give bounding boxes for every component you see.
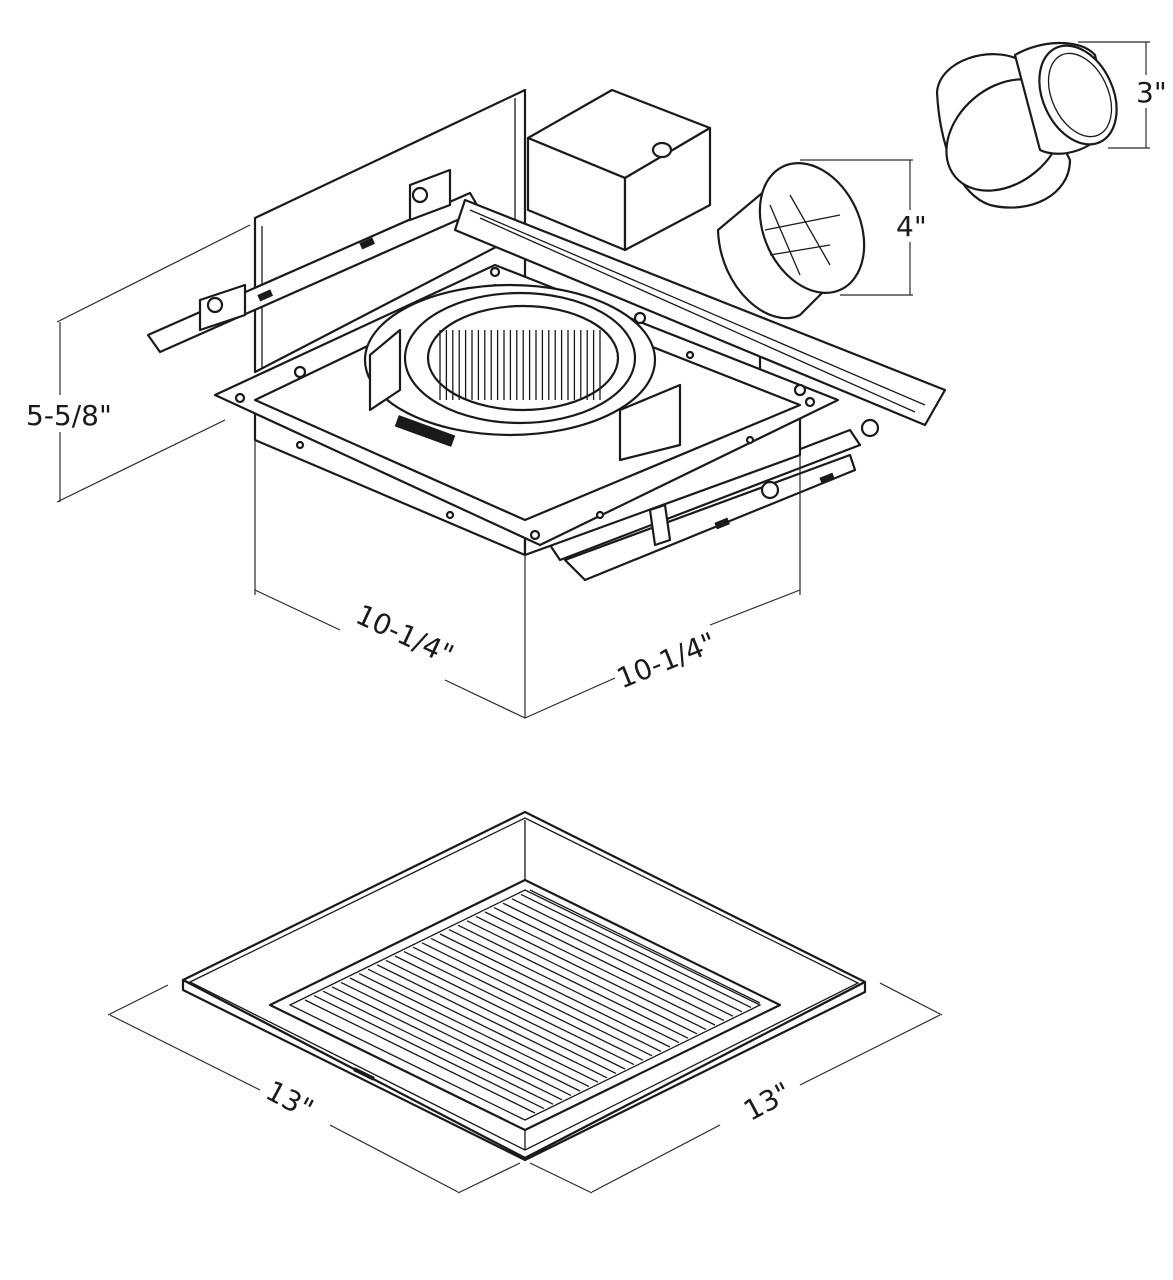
dimension-grille-right-label: 13": [738, 1076, 796, 1128]
blower-wheel: [363, 283, 682, 462]
grille-louver: [394, 955, 626, 1070]
grille-louver: [322, 990, 554, 1105]
dimension-housing-left-label: 10-1/4": [351, 598, 459, 672]
dimension-duct-large: 4": [800, 159, 927, 296]
duct-collar-4in: [716, 162, 866, 320]
grille-louver: [502, 902, 734, 1017]
grille-louvers: [304, 889, 761, 1114]
grille-louver: [403, 951, 635, 1066]
dimension-grille-left-label: 13": [260, 1074, 318, 1126]
grille-louver: [367, 968, 599, 1083]
dimension-height: 5-5/8": [26, 224, 251, 503]
grille-louver: [331, 986, 563, 1101]
grille-louver: [358, 973, 590, 1088]
grille-louver: [313, 995, 545, 1110]
dimension-housing-right-label: 10-1/4": [612, 626, 720, 695]
dimension-duct-small-label: 3": [1136, 76, 1167, 109]
grille-louver: [430, 937, 662, 1052]
grille-louver: [457, 924, 689, 1039]
grille-inner-panel: [268, 878, 782, 1132]
grille-louver: [484, 911, 716, 1026]
grille-louver: [349, 977, 581, 1092]
junction-box: [526, 88, 712, 252]
grille-louver: [439, 933, 671, 1048]
grille-louver: [340, 981, 572, 1096]
dimension-height-label: 5-5/8": [26, 399, 112, 432]
grille-louver: [520, 893, 752, 1008]
grille-louver: [475, 915, 707, 1030]
fan-housing: 5-5/8" 4" 10-1/4" 10-1/4": [26, 88, 947, 719]
grille-louver: [412, 946, 644, 1061]
grille: 13" 13": [107, 810, 943, 1194]
blower-blades: [439, 330, 601, 400]
grille-louver: [466, 920, 698, 1035]
grille-louver: [511, 898, 743, 1013]
grille-louver: [421, 942, 653, 1057]
grille-louver: [493, 907, 725, 1022]
grille-louver: [448, 929, 680, 1044]
grille-louver: [529, 889, 761, 1004]
dimension-duct-large-label: 4": [896, 210, 927, 243]
grille-louver: [385, 959, 617, 1074]
duct-adapter-3in: 3": [935, 41, 1167, 209]
grille-louver: [304, 999, 536, 1114]
grille-louver: [376, 964, 608, 1079]
